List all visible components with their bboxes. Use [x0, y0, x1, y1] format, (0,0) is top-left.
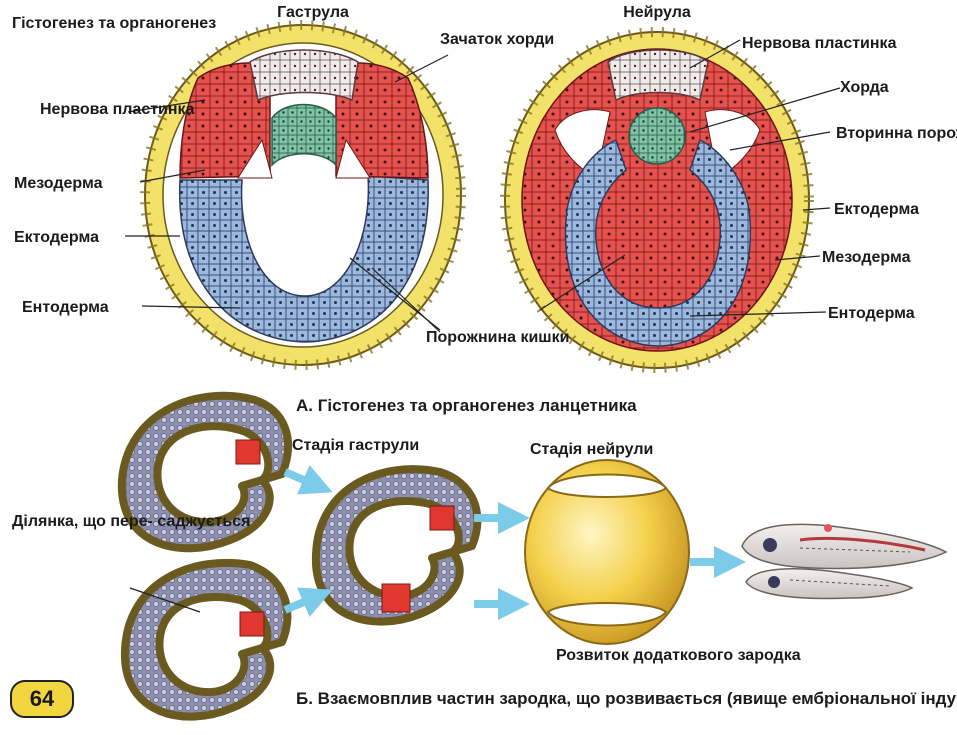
caption-a: А. Гістогенез та органогенез ланцетника: [296, 396, 637, 415]
label-gastrula-stage: Стадія гаструли: [292, 436, 419, 455]
label-endoderm-right: Ентодерма: [828, 304, 915, 323]
neurula-sphere: [525, 460, 689, 644]
twin-larvae: [742, 524, 946, 598]
page-number-badge: 64: [10, 680, 74, 718]
label-ectoderm-right: Ектодерма: [834, 200, 919, 219]
label-gut-cavity: Порожнина кишки: [426, 328, 569, 347]
gastrula-diagram: [125, 25, 461, 365]
label-mesoderm-left: Мезодерма: [14, 174, 102, 193]
label-additional-embryo: Розвиток додаткового зародка: [556, 646, 801, 665]
label-transplant-area: Ділянка, що пере- саджується: [12, 512, 250, 531]
caption-b: Б. Взаємовплив частин зародка, що розвив…: [296, 688, 957, 709]
label-notochord-rudiment: Зачаток хорди: [440, 30, 554, 49]
label-neural-plate-right: Нервова пластинка: [742, 34, 896, 53]
label-ectoderm-left: Ектодерма: [14, 228, 99, 247]
label-mesoderm-right: Мезодерма: [822, 248, 910, 267]
label-notochord: Хорда: [840, 78, 889, 97]
label-neurula-stage: Стадія нейрули: [530, 440, 653, 459]
label-secondary-cavity: Вторинна порожнина тіла: [836, 124, 957, 143]
neurula-diagram: [505, 32, 840, 368]
label-neural-plate-left: Нервова пластинка: [40, 100, 194, 119]
label-gastrula: Гаструла: [268, 3, 358, 22]
label-endoderm-left: Ентодерма: [22, 298, 109, 317]
label-histogenesis: Гістогенез та органогенез: [12, 14, 216, 33]
label-neurula: Нейрула: [612, 3, 702, 22]
